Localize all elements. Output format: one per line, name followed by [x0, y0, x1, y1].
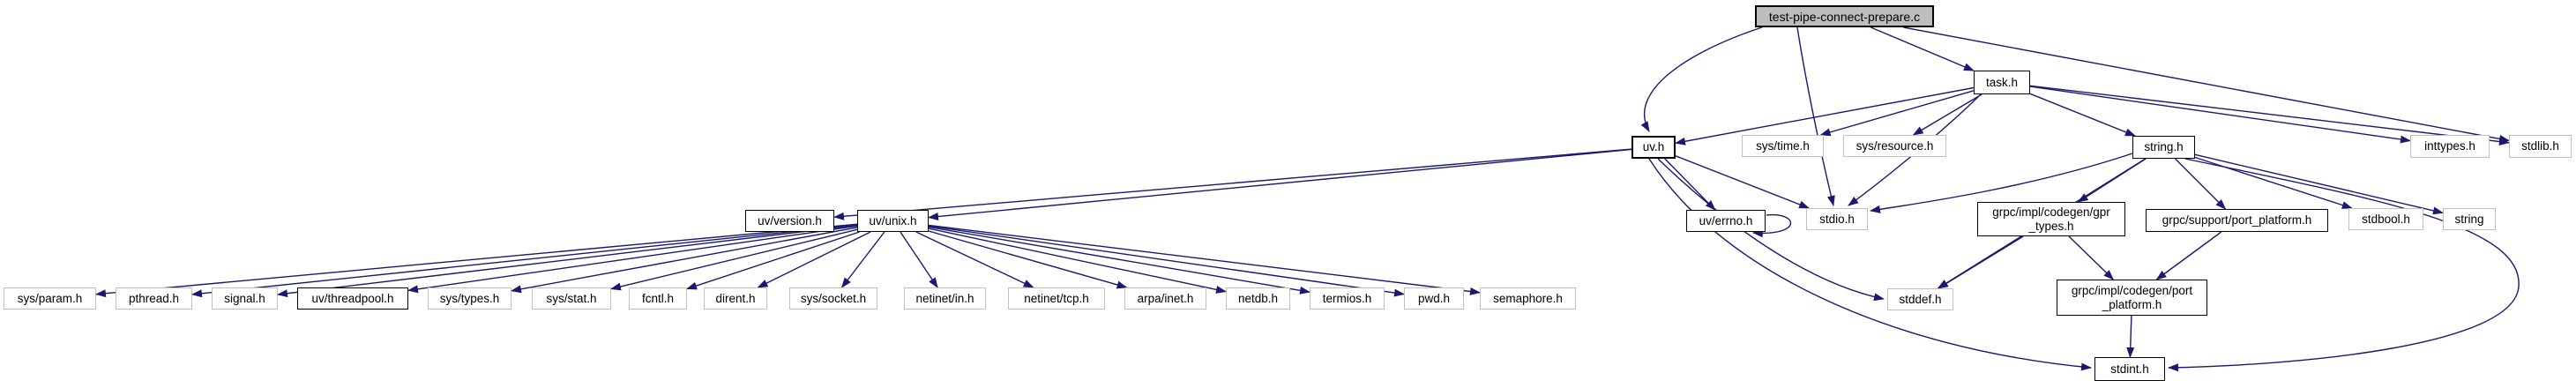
node-arpa_inet: arpa/inet.h — [1124, 287, 1206, 310]
node-fcntl: fcntl.h — [629, 287, 687, 310]
edge-task_h-uv_h — [1675, 86, 1975, 146]
edge-string_h-stdio — [1870, 153, 2133, 213]
edge-task_h-inttypes — [2029, 86, 2411, 144]
node-sys_socket: sys/socket.h — [789, 287, 877, 310]
node-netinet_tcp: netinet/tcp.h — [1008, 287, 1105, 310]
node-grpc_support_pp[interactable]: grpc/support/port_platform.h — [2146, 209, 2328, 232]
node-uv_h[interactable]: uv.h — [1631, 136, 1676, 159]
edge-grpc_codegen_pp-stdint — [2126, 315, 2135, 358]
edge-task_h-sys_time — [1819, 90, 1975, 137]
edge-uv_unix-sys_types — [511, 227, 858, 294]
node-semaphore: semaphore.h — [1480, 287, 1576, 310]
edge-task_h-sys_resource — [1912, 93, 1982, 136]
node-uv_unix[interactable]: uv/unix.h — [857, 210, 929, 232]
node-termios: termios.h — [1310, 287, 1385, 310]
edge-gpr_types-grpc_codegen_pp — [2068, 235, 2115, 280]
node-sys_time: sys/time.h — [1742, 135, 1824, 157]
node-stdio: stdio.h — [1806, 208, 1868, 230]
edge-string_h-string_box — [2194, 153, 2444, 215]
edge-test_pipe-uv_h — [1640, 26, 1763, 132]
node-netdb: netdb.h — [1226, 287, 1290, 310]
node-string_box: string — [2443, 208, 2496, 230]
edge-uv_unix-arpa_inet — [928, 230, 1128, 289]
edge-task_h-string_h — [2029, 93, 2136, 137]
node-sys_types: sys/types.h — [428, 287, 511, 310]
edge-gpr_types-stddef — [1938, 235, 2024, 289]
edge-uv_unix-netinet_in — [900, 231, 938, 288]
edge-uv_unix-netinet_tcp — [915, 231, 1034, 288]
edge-uv_unix-fcntl — [686, 231, 860, 290]
edge-uv_unix-semaphore — [928, 224, 1481, 295]
edge-uv_unix-netdb — [928, 228, 1227, 294]
node-pwd: pwd.h — [1404, 287, 1464, 310]
node-sys_stat: sys/stat.h — [532, 287, 611, 310]
edge-test_pipe-stdio — [1796, 26, 1835, 206]
edge-task_h-stdlib — [2029, 85, 2510, 146]
edge-uv_h-uv_unix — [928, 148, 1632, 221]
node-gpr_types[interactable]: grpc/impl/codegen/gpr _types.h — [1977, 202, 2125, 236]
node-uv_errno[interactable]: uv/errno.h — [1686, 210, 1766, 232]
edge-uv_h-stdio — [1675, 155, 1811, 209]
edge-uv_unix-signal — [277, 224, 858, 298]
node-stdint[interactable]: stdint.h — [2094, 357, 2165, 381]
node-test_pipe: test-pipe-connect-prepare.c — [1755, 5, 1934, 27]
edge-uv_unix-termios — [928, 226, 1310, 295]
edge-uv_unix-sys_param — [95, 223, 858, 298]
edge-test_pipe-task_h — [1870, 26, 1975, 71]
edge-test_pipe-stdlib — [1903, 26, 2510, 143]
node-uv_version[interactable]: uv/version.h — [745, 210, 834, 232]
node-pthread: pthread.h — [116, 287, 192, 310]
node-string_h[interactable]: string.h — [2132, 136, 2195, 159]
node-stdlib: stdlib.h — [2509, 135, 2572, 158]
edge-uv_unix-pwd — [928, 225, 1405, 297]
edge-uv_h-stddef — [1657, 158, 1885, 302]
edge-uv_h-uv_version — [833, 148, 1632, 220]
edge-grpc_support_pp-grpc_codegen_pp — [2155, 231, 2222, 280]
node-netinet_in: netinet/in.h — [904, 287, 986, 310]
edge-uv_unix-pthread — [191, 224, 858, 298]
node-grpc_codegen_pp[interactable]: grpc/impl/codegen/port _platform.h — [2057, 280, 2207, 316]
edge-uv_errno-uv_errno — [1752, 213, 1792, 238]
edge-uv_unix-dirent — [757, 231, 871, 288]
edge-string_h-stdint — [2168, 158, 2520, 372]
edge-uv_unix-sys_stat — [610, 228, 858, 291]
edge-string_h-grpc_support_pp — [2175, 158, 2227, 210]
node-uv_threadpool[interactable]: uv/threadpool.h — [297, 287, 408, 310]
node-dirent: dirent.h — [704, 287, 767, 310]
edge-uv_unix-sys_socket — [840, 231, 885, 288]
node-sys_resource: sys/resource.h — [1843, 135, 1946, 157]
edge-string_h-stdbool — [2194, 156, 2353, 209]
node-inttypes: inttypes.h — [2410, 135, 2490, 158]
node-signal: signal.h — [212, 287, 278, 310]
edge-uv_h-uv_errno — [1664, 158, 1716, 211]
node-task_h[interactable]: task.h — [1974, 71, 2030, 94]
node-sys_param: sys/param.h — [4, 287, 96, 310]
edge-uv_unix-uv_threadpool — [407, 225, 858, 294]
node-stddef: stddef.h — [1887, 288, 1953, 310]
node-stdbool: stdbool.h — [2348, 208, 2423, 230]
edge-uv_h-stdint — [1648, 158, 2092, 371]
